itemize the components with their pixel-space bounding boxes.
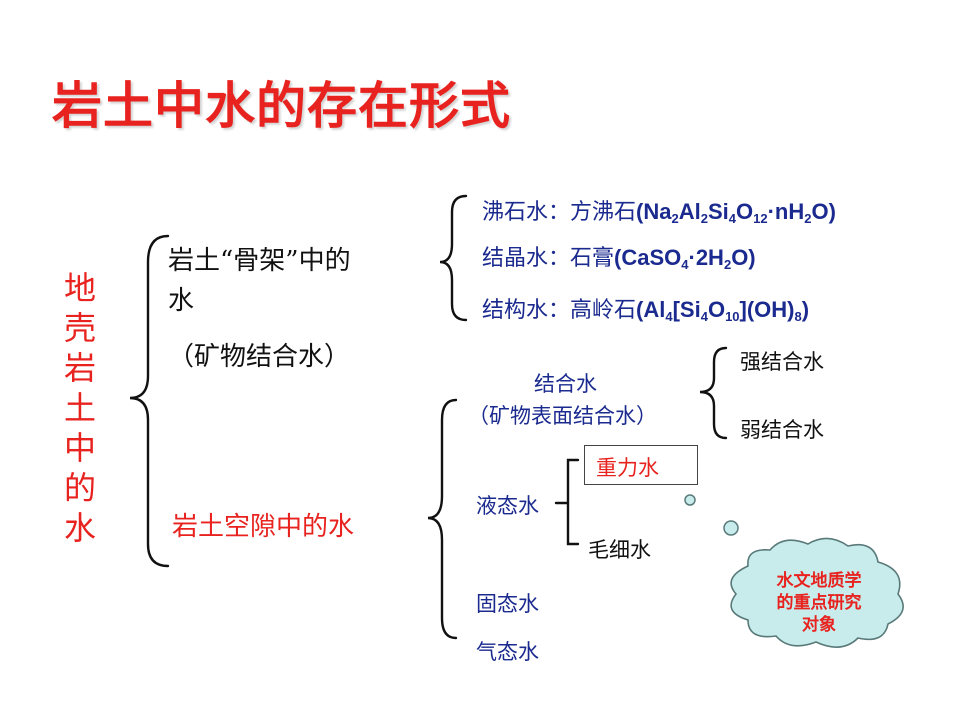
kaolinite-formula: (Al4[Si4O10](OH)8) — [636, 297, 810, 324]
crystal-water-label: 结晶水：石膏 — [482, 246, 615, 271]
structural-water-label: 结构水：高岭石 — [482, 298, 637, 323]
callout-text: 水文地质学 的重点研究 对象 — [744, 570, 894, 636]
skeleton-brace — [439, 194, 468, 322]
structural-water-item: 结构水：高岭石(Al4[Si4O10](OH)8) — [482, 292, 809, 324]
callout-line2: 的重点研究 — [776, 593, 862, 613]
zeolite-formula: (Na2Al2Si4O12·nH2O) — [636, 199, 836, 226]
gravity-water-label: 重力水 — [596, 456, 659, 480]
crystal-water-item: 结晶水：石膏(CaSO4·2H2O) — [482, 240, 756, 272]
bound-brace — [699, 346, 728, 440]
solid-water-label: 固态水 — [476, 592, 539, 616]
callout-line3: 对象 — [802, 615, 836, 635]
skeleton-label-line1: 岩土“骨架”中的 — [168, 246, 351, 276]
weak-bound-water: 弱结合水 — [740, 418, 824, 442]
liquid-bracket — [554, 458, 580, 546]
cloud-callout — [684, 494, 904, 648]
bound-water-label: 结合水 — [534, 372, 597, 396]
bound-water-note: （矿物表面结合水） — [468, 404, 657, 428]
capillary-water-label: 毛细水 — [588, 538, 651, 562]
pore-water-label: 岩土空隙中的水 — [172, 512, 355, 542]
root-label: 地壳岩土中的水 — [63, 269, 96, 547]
skeleton-note: （矿物结合水） — [168, 342, 351, 372]
page-title: 岩土中水的存在形式 — [52, 77, 511, 135]
strong-bound-water: 强结合水 — [740, 350, 824, 374]
skeleton-label-line2: 水 — [168, 286, 195, 316]
zeolite-water-item: 沸石水：方沸石(Na2Al2Si4O12·nH2O) — [482, 194, 836, 226]
liquid-water-label: 液态水 — [476, 494, 539, 518]
gypsum-formula: (CaSO4·2H2O) — [614, 245, 756, 272]
zeolite-water-label: 沸石水：方沸石 — [482, 200, 637, 225]
root-brace — [129, 234, 170, 568]
gravity-water-box — [584, 445, 698, 485]
callout-line1: 水文地质学 — [776, 571, 862, 591]
pore-brace — [427, 398, 458, 640]
gas-water-label: 气态水 — [476, 640, 539, 664]
